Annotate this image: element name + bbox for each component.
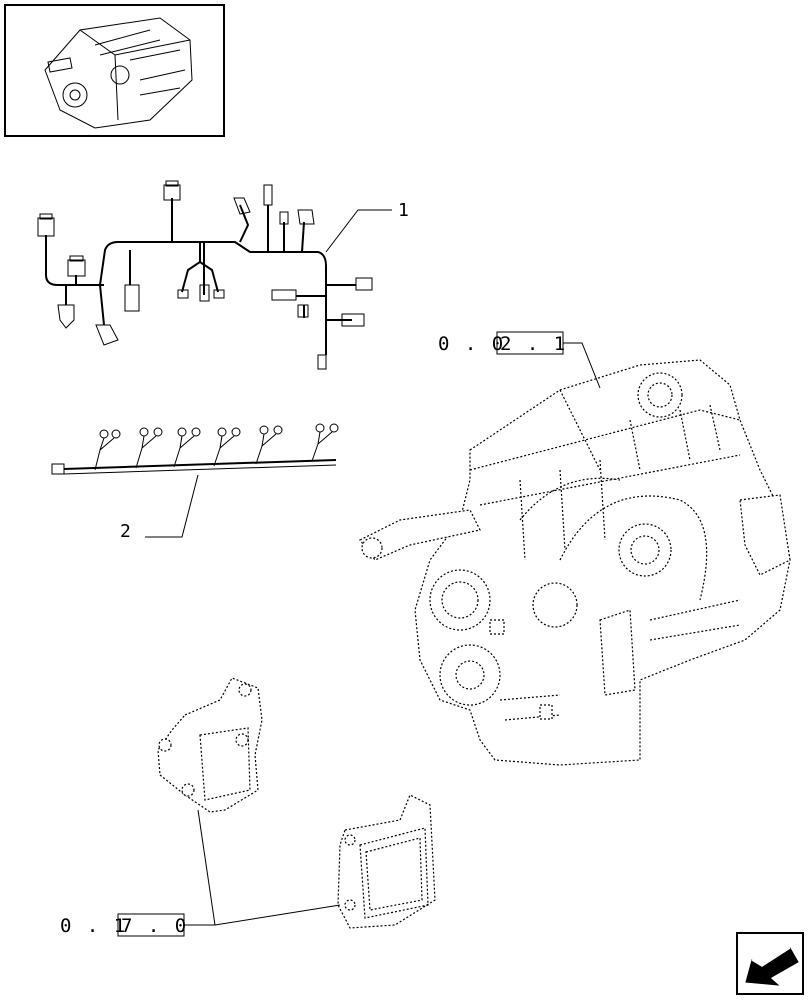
ref-engine-leader	[563, 342, 601, 389]
engine-thumbnail-icon[interactable]	[4, 4, 225, 137]
engine-block	[359, 359, 791, 766]
ecu-reference[interactable]: 0 . 1 7 . 0	[60, 913, 188, 937]
injector-harness	[51, 423, 339, 475]
wiring-harness	[37, 180, 373, 370]
callout-leader-1	[325, 209, 392, 253]
ref-engine-code: 2 . 1	[500, 333, 567, 355]
ecu-bracket	[157, 677, 263, 813]
ref-ecu-leader-unit	[214, 904, 341, 926]
ref-engine-prefix: 0 . 0	[438, 333, 505, 355]
ref-ecu-prefix: 0 . 1	[60, 915, 127, 937]
back-arrow-icon[interactable]	[736, 932, 804, 995]
callout-leader-2	[145, 474, 199, 538]
callout-label-2: 2	[120, 521, 131, 542]
callout-label-1: 1	[398, 200, 409, 221]
ecu-unit	[337, 794, 436, 929]
engine-reference[interactable]: 0 . 0 2 . 1	[438, 331, 567, 355]
ref-ecu-leader-bracket	[184, 809, 216, 926]
ref-ecu-code: 7 . 0	[121, 915, 188, 937]
